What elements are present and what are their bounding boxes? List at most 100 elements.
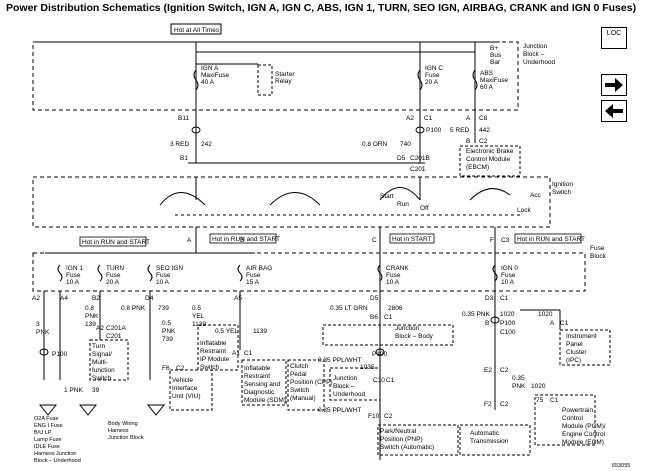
label-pnk1020b-2: PNK [512,383,526,390]
label-pnk05-1: 0.5 [162,320,171,327]
label-c1-fb: C1 [500,295,509,302]
label-sdm-4: Diagnostic [244,389,275,396]
label-off: Off [420,205,429,212]
label-75: 75 [536,397,544,404]
label-b11: B11 [178,115,189,122]
label-ltgrn2806: 0.35 LT GRN [330,305,368,312]
label-turn-2: Fuse [106,272,121,279]
label-pnk3-b: PNK [36,329,50,336]
label-turnsw-1: Turn [92,343,106,350]
label-c8: C8 [479,115,488,122]
label-jb-underhood-3: Underhood [523,59,556,66]
label-pnk139-3: 139 [85,321,96,328]
label-f10: F10 [368,413,380,420]
label-hot-run-start-2: Hot in RUN and START [212,236,280,243]
locator-button[interactable]: LOC [601,27,627,49]
label-1139: 1139 [253,328,267,335]
label-c2-e2: C2 [500,367,509,374]
label-ign-a-3: 40 A [201,79,215,86]
label-irpm-2: Restraint [200,348,226,355]
prev-page-button[interactable] [601,100,627,122]
label-pcm-1: Powertrain [562,407,593,414]
label-turnsw-5: Switch [92,375,112,382]
label-ebcm-3: (EBCM) [466,164,489,171]
locator-label: LOC [606,30,622,37]
label-ipc-2: Panel [566,341,583,348]
label-jbu-1: Junction [333,375,358,382]
label-p100-top: P100 [426,127,442,134]
label-sdm-3: Sensing and [244,381,281,388]
label-a-c1: A [550,320,555,327]
label-c2-viu: C2 [176,365,185,372]
label-ign-a-2: MaxiFuse [201,72,230,79]
page-title: Power Distribution Schematics (Ignition … [6,2,637,14]
label-d4: D4 [145,295,154,302]
label-pnp-3: Switch (Automatic) [380,444,434,451]
label-b2: B2 [92,295,100,302]
label-c1-top: C1 [424,115,433,122]
label-739: 739 [158,305,169,312]
label-crank-2: Fuse [386,272,401,279]
label-sw-b: B [240,237,244,244]
label-jbu-3: Underhood [333,391,366,398]
label-pcm-5: Module (ECM) [562,439,604,446]
label-o2a-7: Block – Underhood [34,458,81,464]
label-ign1-3: 10 A [66,279,80,286]
label-jbb-2: Block – Body [395,333,434,340]
label-ign0-3: 10 A [501,279,515,286]
label-c100: C100 [500,329,516,336]
label-ebcm-2: Control Module [466,156,510,163]
label-ign-c-3: 20 A [425,79,439,86]
label-ign-sw-1: Ignition [552,181,573,188]
label-b-p100: B [485,320,489,327]
label-pnk139-1: 0.8 [85,305,94,312]
label-body-3: Junction Block [108,435,144,441]
label-run: Run [397,201,409,208]
label-airbag-2: Fuse [246,272,261,279]
label-starter-2: Relay [275,78,292,85]
label-b1: B1 [180,155,188,162]
label-pcm-3: Module (PCM)/ [562,423,606,430]
label-viu-1: Vehicle [172,377,193,384]
label-c1-jbb: C1 [384,314,393,321]
label-p100-left: P100 [52,351,68,358]
arrow-right-icon [605,78,623,92]
label-p100-b: P100 [372,351,388,358]
label-pnp-2: Position (PNP) [380,436,423,443]
label-yel1139-3: 1139 [192,321,206,328]
label-bus-2: Bus [490,52,502,59]
label-abs-3: 60 A [480,84,494,91]
label-red-242: 3 RED [170,141,189,148]
label-ign-c-1: IGN C [425,65,443,72]
label-ebcm-1: Electronic Brake [466,148,514,155]
label-c1-pcm: C1 [550,397,559,404]
label-turnsw-2: Signal/ [92,351,112,358]
label-ign1-2: Fuse [66,272,81,279]
label-yel1139-1: 0.5 [192,305,201,312]
label-a1-sdm: A1 [232,350,240,357]
label-sdm-1: Inflatable [244,365,271,372]
label-ign0-2: Fuse [501,272,516,279]
label-fuse-block-2: Block [590,253,607,260]
label-d3: D3 [485,295,494,302]
label-c201-mid: C201 [106,333,122,340]
label-ign-sw-2: Switch [552,189,572,196]
label-c2-f10: C2 [384,413,393,420]
label-yel1139b: 0.5 YEL [215,328,238,335]
label-auto-trans-2: Transmission [470,438,509,445]
label-o2a-5: IDLE Fuse [34,444,60,450]
label-cpp-3: Position (CPP) [290,379,333,386]
label-ipc-1: Instrument [566,333,597,340]
label-a2-fb: A2 [32,295,40,302]
label-o2a-2: ENG I Fuse [34,423,63,429]
label-ipc-3: Cluster [566,349,587,356]
label-hot-all-times: Hot at All Times [174,27,220,34]
label-abs-1: ABS [480,70,494,77]
next-page-button[interactable] [601,74,627,96]
label-sdm-2: Restraint [244,373,270,380]
label-ipc-4: (IPC) [566,357,581,364]
label-irpm-4: Switch [200,364,220,371]
label-f2: F2 [484,401,492,408]
label-airbag-3: 15 A [246,279,260,286]
label-irpm-1: Inflatable [200,340,227,347]
